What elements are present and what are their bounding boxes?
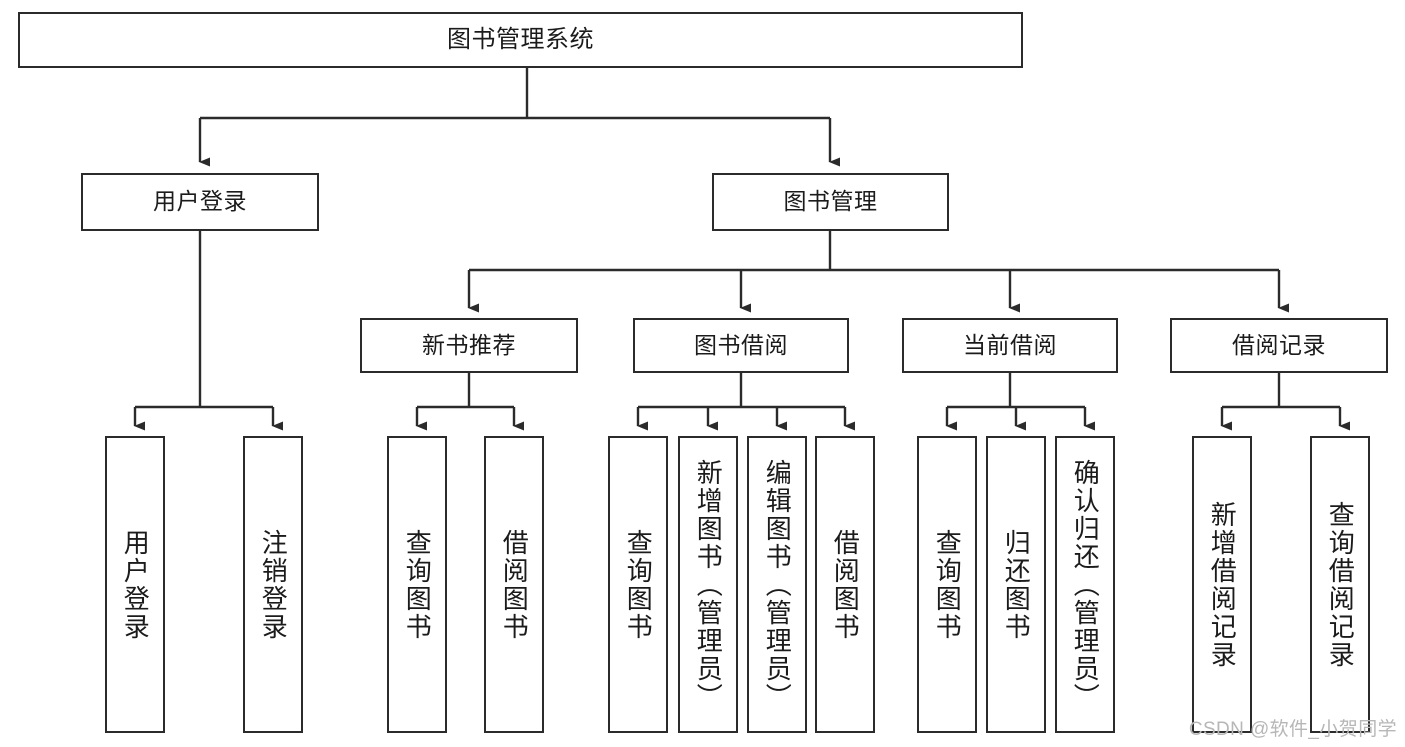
node-label: 借阅记录 xyxy=(1232,331,1326,358)
node-label: 查询借阅记录 xyxy=(1325,500,1356,669)
node-user-login[interactable]: 用户登录 xyxy=(81,173,319,231)
node-label: 新增图书（管理员） xyxy=(693,458,724,711)
node-label: 新增借阅记录 xyxy=(1207,500,1238,669)
node-label: 图书借阅 xyxy=(694,331,788,358)
csdn-watermark: CSDN @软件_小贺同学 xyxy=(1188,719,1397,740)
node-label: 图书管理 xyxy=(783,188,878,215)
leaf-query-book-current[interactable]: 查询图书 xyxy=(917,436,977,733)
node-label: 查询图书 xyxy=(932,528,963,641)
leaf-borrow-book-recommend[interactable]: 借阅图书 xyxy=(484,436,544,733)
leaf-add-book-admin[interactable]: 新增图书（管理员） xyxy=(678,436,738,733)
node-label: 用户登录 xyxy=(153,188,247,215)
leaf-query-book-recommend[interactable]: 查询图书 xyxy=(387,436,447,733)
leaf-add-borrow-record[interactable]: 新增借阅记录 xyxy=(1192,436,1252,733)
node-label: 借阅图书 xyxy=(830,528,861,641)
leaf-user-logout[interactable]: 注销登录 xyxy=(243,436,303,733)
node-label: 确认归还（管理员） xyxy=(1070,458,1101,711)
node-label: 用户登录 xyxy=(120,528,151,641)
node-borrow-record[interactable]: 借阅记录 xyxy=(1170,318,1388,373)
node-label: 查询图书 xyxy=(402,528,433,641)
node-label: 新书推荐 xyxy=(422,331,516,358)
leaf-edit-book-admin[interactable]: 编辑图书（管理员） xyxy=(747,436,807,733)
node-label: 当前借阅 xyxy=(963,331,1057,358)
node-label: 归还图书 xyxy=(1001,528,1032,641)
node-root-system[interactable]: 图书管理系统 xyxy=(18,12,1023,68)
node-label: 注销登录 xyxy=(258,528,289,641)
node-label: 查询图书 xyxy=(623,528,654,641)
leaf-query-book-borrow[interactable]: 查询图书 xyxy=(608,436,668,733)
node-label: 图书管理系统 xyxy=(447,25,594,53)
leaf-return-book[interactable]: 归还图书 xyxy=(986,436,1046,733)
node-new-book-recommend[interactable]: 新书推荐 xyxy=(360,318,578,373)
leaf-query-borrow-record[interactable]: 查询借阅记录 xyxy=(1310,436,1370,733)
node-book-borrow[interactable]: 图书借阅 xyxy=(633,318,849,373)
node-label: 编辑图书（管理员） xyxy=(762,458,793,711)
leaf-borrow-book[interactable]: 借阅图书 xyxy=(815,436,875,733)
leaf-user-login[interactable]: 用户登录 xyxy=(105,436,165,733)
node-book-manage[interactable]: 图书管理 xyxy=(712,173,949,231)
node-current-borrow[interactable]: 当前借阅 xyxy=(902,318,1118,373)
node-label: 借阅图书 xyxy=(499,528,530,641)
leaf-confirm-return-admin[interactable]: 确认归还（管理员） xyxy=(1055,436,1115,733)
